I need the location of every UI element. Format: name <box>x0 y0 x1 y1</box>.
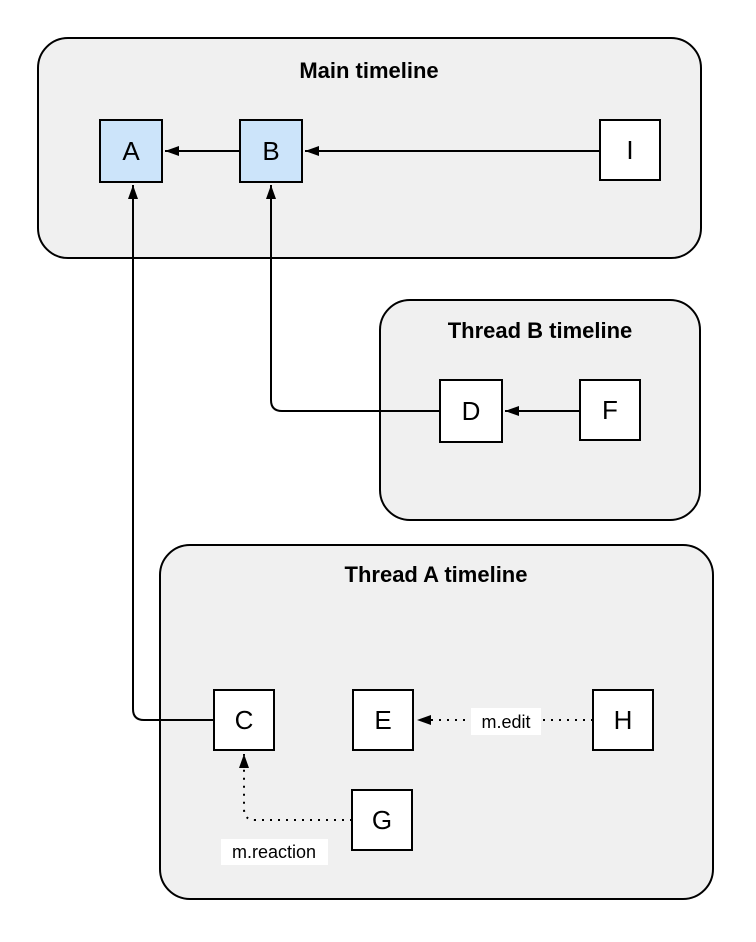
node-f: F <box>579 379 641 441</box>
node-c-box <box>213 689 275 751</box>
node-i-label: I <box>626 135 633 165</box>
node-g: G <box>351 789 413 851</box>
node-e: E <box>352 689 414 751</box>
edge-d-to-b <box>266 185 440 412</box>
node-a: A <box>99 119 163 183</box>
node-g-label: G <box>372 805 392 835</box>
edge-g-to-c-dotted <box>239 754 352 821</box>
node-h-label: H <box>614 705 633 735</box>
edge-label-reaction-bg <box>221 839 328 865</box>
node-f-label: F <box>602 395 618 425</box>
edge-label-edit: m.edit <box>481 712 530 732</box>
node-h: H <box>592 689 654 751</box>
container-thread-a-timeline <box>159 544 714 900</box>
node-b-label: B <box>262 136 279 166</box>
node-e-label: E <box>374 705 391 735</box>
node-h-box <box>592 689 654 751</box>
main-timeline-title: Main timeline <box>299 58 438 83</box>
node-d-box <box>439 379 503 443</box>
node-c-label: C <box>235 705 254 735</box>
node-b: B <box>239 119 303 183</box>
thread-a-timeline-title: Thread A timeline <box>345 562 528 587</box>
container-main-timeline <box>37 37 702 259</box>
thread-b-timeline-title: Thread B timeline <box>448 318 633 343</box>
node-f-box <box>579 379 641 441</box>
node-g-box <box>351 789 413 851</box>
node-c: C <box>213 689 275 751</box>
edge-label-reaction: m.reaction <box>232 842 316 862</box>
node-a-box <box>99 119 163 183</box>
node-d: D <box>439 379 503 443</box>
node-d-label: D <box>462 396 481 426</box>
node-i: I <box>599 119 661 181</box>
node-e-box <box>352 689 414 751</box>
edge-label-edit-bg <box>471 708 541 735</box>
edge-c-to-a <box>128 185 214 721</box>
node-a-label: A <box>122 136 140 166</box>
node-i-box <box>599 119 661 181</box>
node-b-box <box>239 119 303 183</box>
